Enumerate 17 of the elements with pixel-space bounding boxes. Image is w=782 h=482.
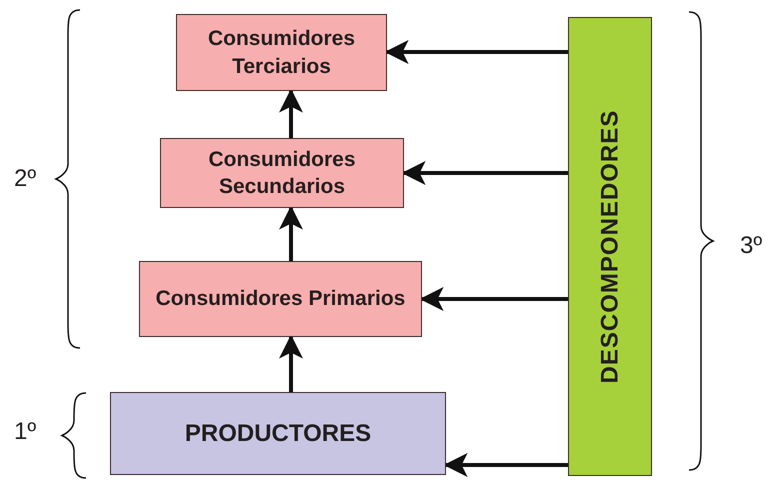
level-label: 1º xyxy=(14,418,36,446)
consumer-box xyxy=(160,138,404,208)
arrow xyxy=(279,206,303,261)
node-label: DESCOMPONEDORES xyxy=(595,110,624,384)
level-label: 2º xyxy=(14,165,36,193)
node-label: Consumidores Secundarios xyxy=(207,146,357,200)
decomposer-bar xyxy=(568,17,652,476)
node-label: Consumidores Primarios xyxy=(154,286,406,312)
consumer-box xyxy=(139,261,422,337)
node-label: PRODUCTORES xyxy=(184,418,372,449)
consumer-box xyxy=(176,14,387,91)
level-label: 3º xyxy=(740,232,762,260)
node-label: Consumidores Terciarios xyxy=(206,26,356,80)
producer-box xyxy=(110,392,446,475)
arrow xyxy=(279,334,303,392)
arrow xyxy=(444,453,568,477)
arrow xyxy=(279,88,303,138)
